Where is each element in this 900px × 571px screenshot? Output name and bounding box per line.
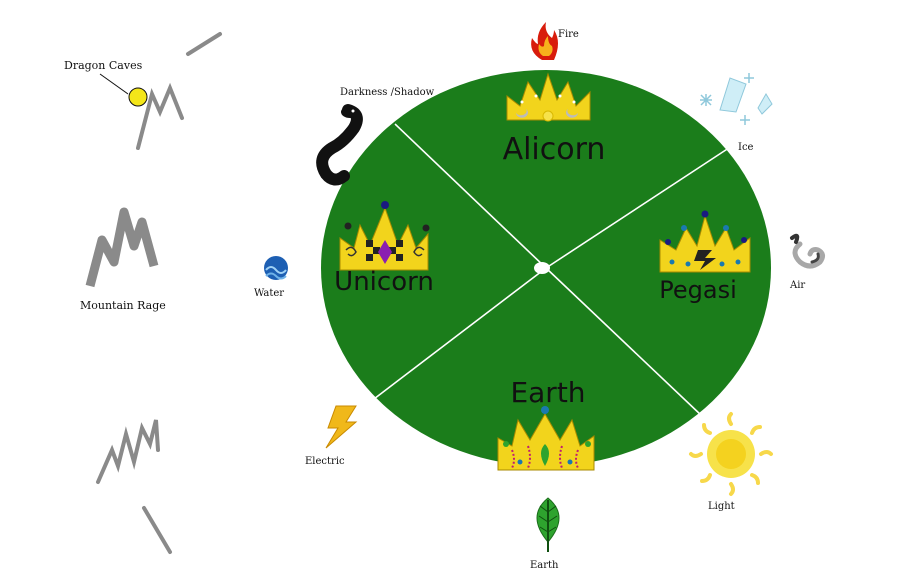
divider-sw [365, 267, 547, 406]
element-label-fire: Fire [558, 29, 579, 40]
mountain-range-icon [85, 207, 159, 288]
air-swirl-icon [790, 233, 826, 269]
element-label-air: Air [789, 280, 805, 291]
race-wheel [321, 70, 771, 466]
darkness-serpent-icon [316, 104, 363, 186]
place-label-mountain-range: Mountain Rage [80, 299, 166, 312]
element-label-earth: Earth [530, 560, 559, 571]
pegasi-crown [659, 210, 751, 273]
element-label-light: Light [708, 501, 735, 512]
earth-leaf-icon [536, 497, 560, 552]
divider-ne [545, 139, 742, 269]
wheel-hub [534, 262, 550, 274]
unicorn-crown [339, 201, 430, 271]
electric-bolt-icon [325, 405, 358, 449]
element-label-water: Water [254, 288, 284, 299]
alicorn-crown [506, 72, 591, 122]
ice-crystal-icon [700, 73, 773, 125]
section-label-earth: Earth [510, 376, 585, 409]
dragon-cave-marker-icon [128, 87, 148, 107]
southern-mountains-icon [96, 419, 172, 554]
section-label-alicorn: Alicorn [503, 132, 606, 167]
element-label-ice: Ice [738, 142, 754, 153]
dragon-caves-pointer [99, 73, 129, 95]
water-orb-icon [264, 256, 288, 280]
section-label-pegasi: Pegasi [659, 276, 737, 304]
place-label-dragon-caves: Dragon Caves [64, 59, 143, 72]
earth-crown [497, 406, 595, 471]
divider-nw [394, 123, 547, 269]
element-label-electric: Electric [305, 456, 345, 467]
light-sun-icon [689, 412, 773, 496]
divider-se [545, 267, 703, 417]
dragon-caves-mountain-icon [136, 32, 222, 150]
fire-icon [531, 22, 558, 60]
element-label-darkness: Darkness /Shadow [340, 87, 435, 98]
section-label-unicorn: Unicorn [334, 267, 434, 297]
